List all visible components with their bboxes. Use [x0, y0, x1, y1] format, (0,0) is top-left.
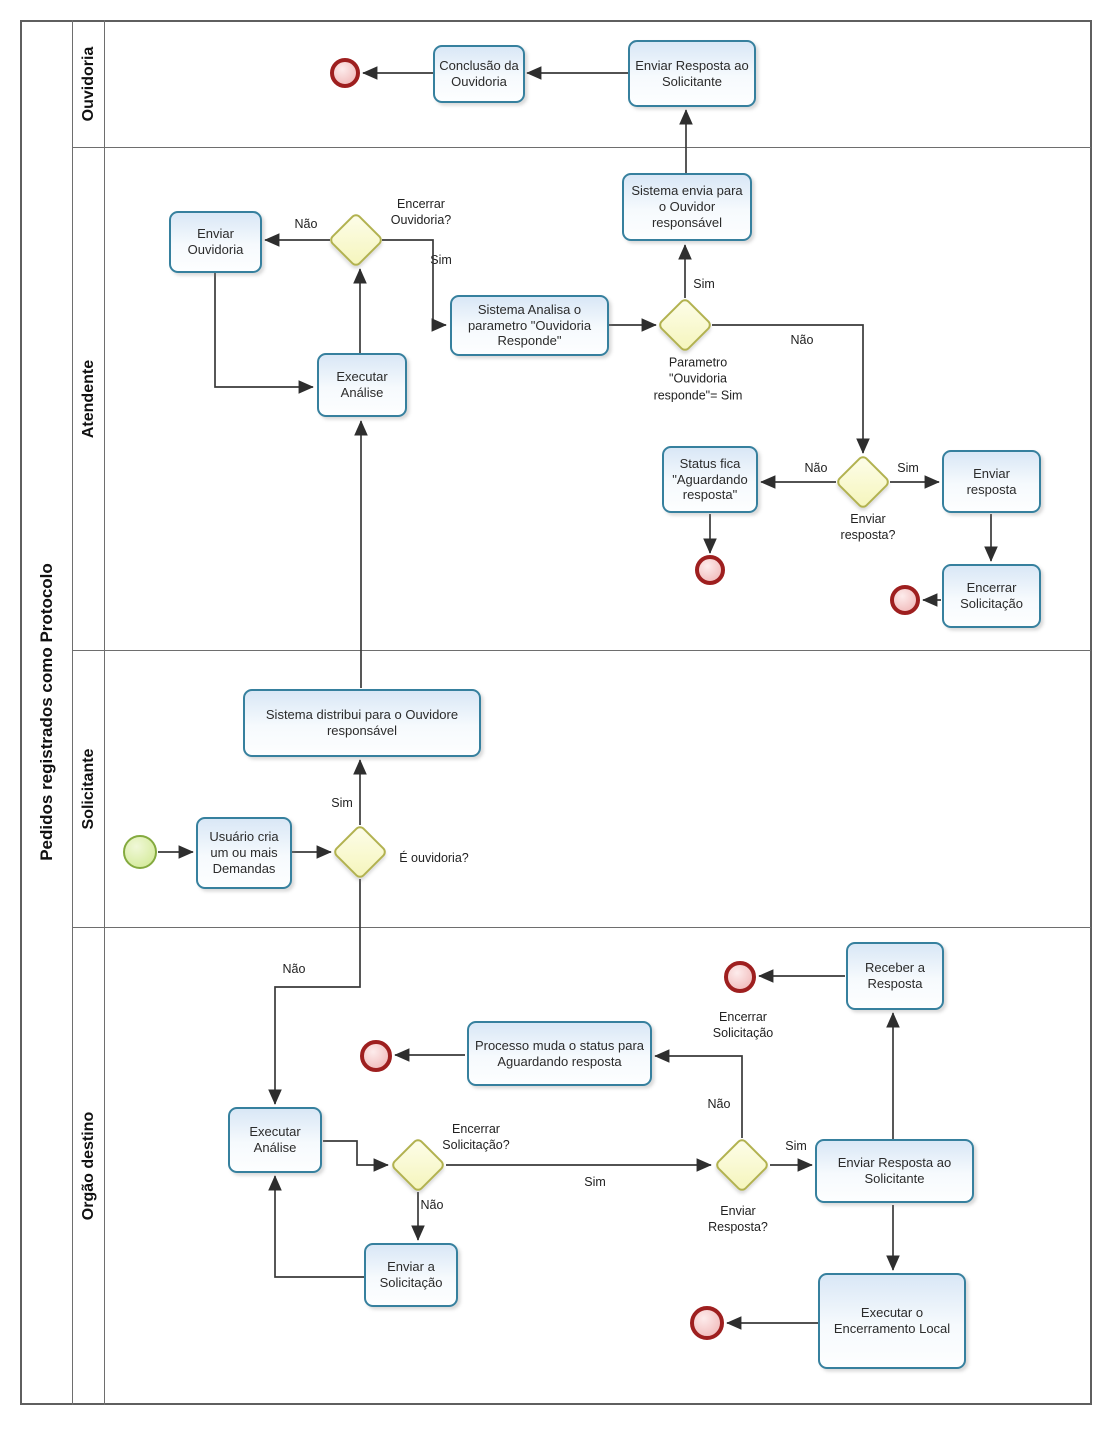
edge-label-sim-4: Sim: [331, 795, 353, 810]
flow-gw-encerrar-ouvidoria-sim: [382, 239, 447, 332]
task-enviar-resposta: Enviar resposta: [942, 450, 1041, 513]
task-sistema-distribui: Sistema distribui para o Ouvidore respon…: [243, 689, 481, 757]
lane-divider-1: [72, 147, 1091, 148]
edge-label-nao-4: Não: [282, 961, 306, 976]
flow-enviar-solicitacao-to-executar-analise: [268, 1175, 364, 1278]
gateway-label-encerrar-solicitacao: Encerrar Solicitação?: [442, 1121, 510, 1152]
gateway-label-e-ouvidoria: É ouvidoria?: [399, 850, 469, 865]
task-conclusao-da-ouvidoria: Conclusão da Ouvidoria: [433, 45, 525, 103]
task-executar-encerramento-local: Executar o Encerramento Local: [818, 1273, 966, 1369]
end-event-encerrar-atendente: [890, 585, 920, 615]
task-enviar-solicitacao: Enviar a Solicitação: [364, 1243, 458, 1307]
edge-label-sim-5: Sim: [584, 1174, 606, 1189]
event-label-encerrar-solicitacao: Encerrar Solicitação: [712, 1009, 774, 1040]
gateway-label-parametro: Parametro "Ouvidoria responde"= Sim: [653, 355, 743, 403]
task-usuario-cria: Usuário cria um ou mais Demandas: [196, 817, 292, 889]
start-event: [123, 835, 157, 869]
flow-gw-e-ouvidoria-nao: [268, 879, 361, 1105]
task-sistema-analisa: Sistema Analisa o parametro "Ouvidoria R…: [450, 295, 609, 356]
flow-gw-parametro-nao: [712, 324, 870, 454]
task-enviar-resposta-solicitante-orgao: Enviar Resposta ao Solicitante: [815, 1139, 974, 1203]
lane-divider-2: [72, 650, 1091, 651]
edge-label-sim-1: Sim: [430, 252, 452, 267]
task-enviar-resposta-solicitante-ouvidoria: Enviar Resposta ao Solicitante: [628, 40, 756, 107]
task-processo-muda: Processo muda o status para Aguardando r…: [467, 1021, 652, 1086]
pool-border: [20, 20, 1092, 1405]
flow-enviar-ouvidoria-to-executar-analise: [214, 273, 314, 394]
edge-label-sim-6: Sim: [785, 1138, 807, 1153]
edge-label-nao-5: Não: [420, 1197, 444, 1212]
end-event-encerramento-local: [690, 1306, 724, 1340]
edge-label-nao-2: Não: [790, 332, 814, 347]
lane-label-divider: [104, 20, 105, 1405]
task-receber-resposta: Receber a Resposta: [846, 942, 944, 1010]
edge-label-sim-2: Sim: [693, 276, 715, 291]
edge-label-nao-1: Não: [294, 216, 318, 231]
end-event-ouvidoria: [330, 58, 360, 88]
task-executar-analise-orgao: Executar Análise: [228, 1107, 322, 1173]
flow-gw-enviar-resposta-orgao-nao: [654, 1049, 743, 1138]
end-event-encerrar-solicitacao: [724, 961, 756, 993]
gateway-label-encerrar-ouvidoria: Encerrar Ouvidoria?: [390, 196, 452, 227]
gateway-label-enviar-resposta-orgao: Enviar Resposta?: [708, 1203, 768, 1234]
pool-title-divider: [72, 20, 73, 1405]
task-enviar-ouvidoria: Enviar Ouvidoria: [169, 211, 262, 273]
gateway-label-enviar-resposta-atendente: Enviar resposta?: [840, 511, 896, 542]
task-encerrar-solicitacao-atendente: Encerrar Solicitação: [942, 564, 1041, 628]
task-sistema-envia: Sistema envia para o Ouvidor responsável: [622, 173, 752, 241]
task-executar-analise-atendente: Executar Análise: [317, 353, 407, 417]
edge-label-nao-3: Não: [804, 460, 828, 475]
task-status-fica: Status fica "Aguardando resposta": [662, 446, 758, 513]
lane-divider-3: [72, 927, 1091, 928]
flow-executar-analise-to-gw-encerrar: [323, 1140, 389, 1172]
end-event-processo-muda: [360, 1040, 392, 1072]
edge-label-sim-3: Sim: [897, 460, 919, 475]
end-event-status-fica: [695, 555, 725, 585]
edge-label-nao-6: Não: [707, 1096, 731, 1111]
